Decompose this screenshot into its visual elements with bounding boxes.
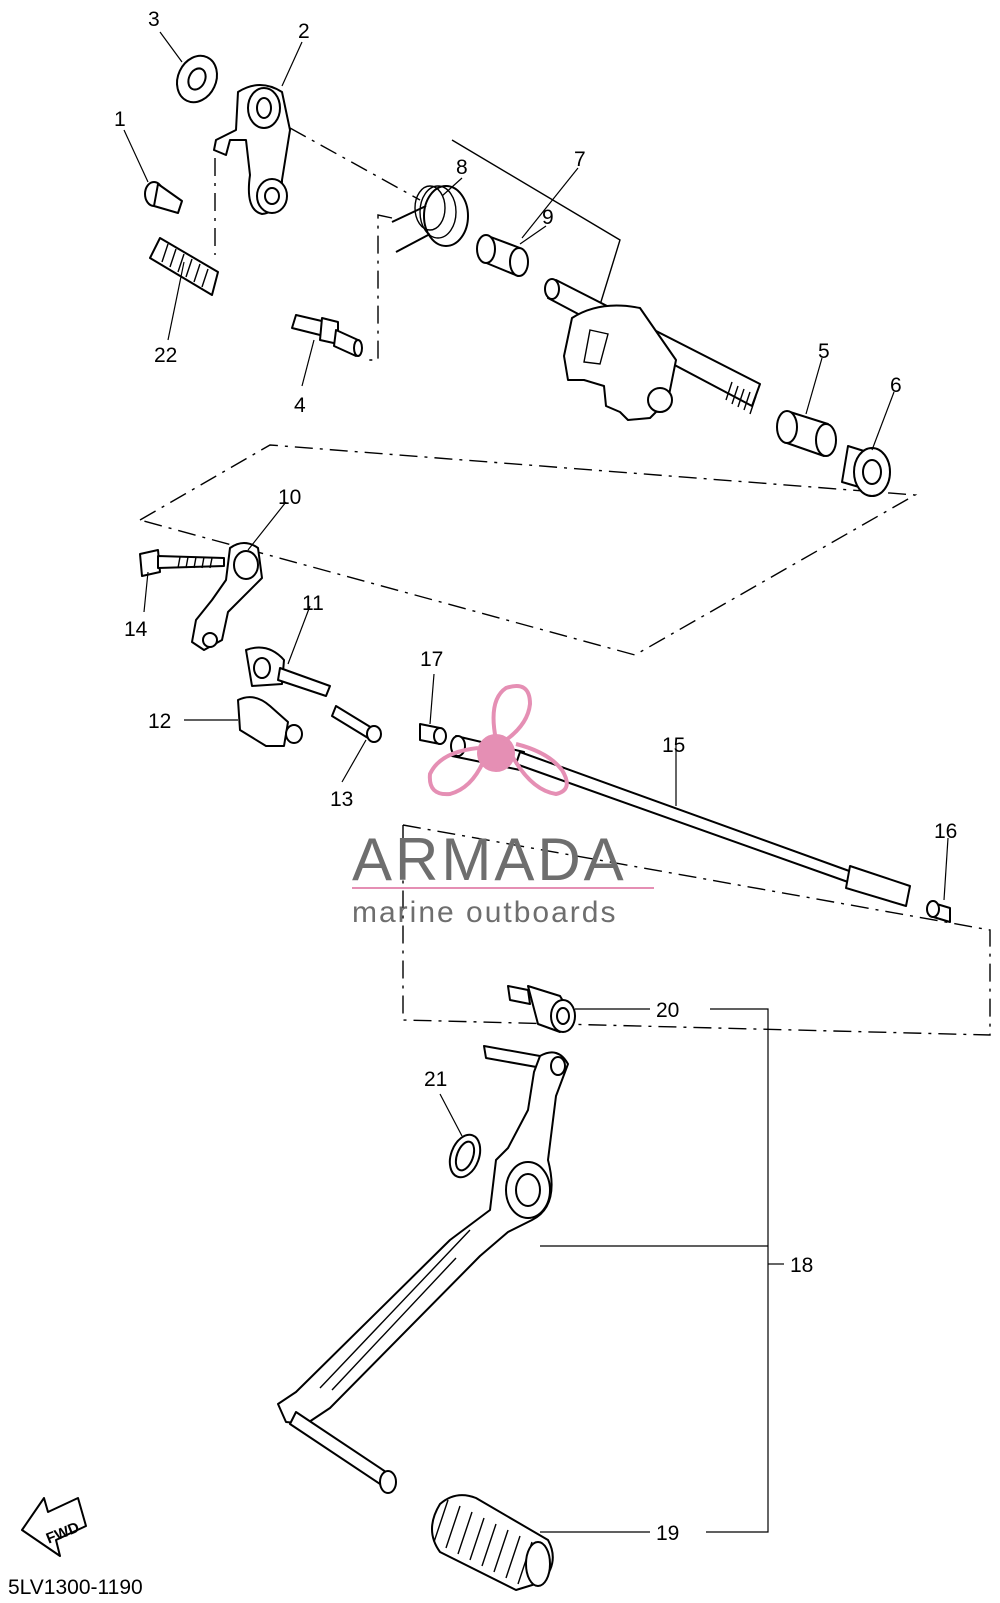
part-8-torsion-spring (391, 185, 469, 253)
callout-12: 12 (148, 710, 171, 733)
spring-leader-line (364, 214, 393, 361)
pedal-assembly-box (402, 824, 991, 1036)
callout-5: 5 (818, 340, 830, 363)
part-9-collar (476, 234, 529, 277)
callout-18: 18 (790, 1254, 813, 1277)
callout-9: 9 (542, 206, 554, 229)
watermark-tagline: marine outboards (352, 896, 617, 929)
part-13-screw (331, 705, 382, 743)
callout-8: 8 (456, 156, 468, 179)
callout-6: 6 (890, 374, 902, 397)
callout-10: 10 (278, 486, 301, 509)
callout-22: 22 (154, 344, 177, 367)
part-5-collar (776, 410, 837, 457)
part-20-bolt (507, 985, 576, 1033)
shaft-assembly-box (139, 444, 918, 656)
watermark: ARMADA marine outboards (352, 684, 654, 929)
part-4-stud-bolt (291, 314, 363, 357)
callout-16: 16 (934, 820, 957, 843)
callout-20: 20 (656, 999, 679, 1022)
callout-15: 15 (662, 734, 685, 757)
part-19-pedal-rubber (431, 1494, 554, 1591)
part-22-spring (149, 237, 219, 296)
part-1-pin (144, 181, 183, 214)
callout-3: 3 (148, 8, 160, 31)
callout-2: 2 (298, 20, 310, 43)
part-3-washer (176, 54, 218, 104)
callout-13: 13 (330, 788, 353, 811)
arm-to-spring-line (289, 127, 421, 201)
part-17-nut (419, 723, 447, 745)
callout-11: 11 (302, 592, 324, 615)
callout-17: 17 (420, 648, 443, 671)
part-18-shift-pedal (277, 1045, 569, 1494)
callout-21: 21 (424, 1068, 447, 1091)
diagram-code: 5LV1300-1190 (8, 1576, 143, 1599)
part-10-shift-arm (191, 542, 263, 651)
callout-numbers: 3 2 1 22 4 8 7 9 5 6 10 14 11 12 13 17 1… (114, 8, 957, 1545)
part-7-shift-shaft (544, 278, 761, 421)
part-2-stopper-arm (213, 84, 291, 215)
part-11-rod-end (245, 646, 331, 697)
part-6-oil-seal (841, 445, 891, 497)
part-16-nut (926, 900, 951, 923)
watermark-brand: ARMADA (352, 826, 627, 893)
part-21-washer (448, 1133, 482, 1179)
part-14-bolt (139, 549, 225, 577)
part-12-boot (237, 696, 303, 747)
spring-bracket-line (451, 139, 621, 306)
fwd-arrow-icon: FWD (21, 1497, 87, 1557)
propeller-logo-icon (427, 684, 569, 797)
callout-14: 14 (124, 618, 148, 641)
leader-lines (123, 31, 949, 1533)
callout-7: 7 (574, 148, 586, 171)
callout-19: 19 (656, 1522, 679, 1545)
callout-4: 4 (294, 394, 306, 417)
callout-1: 1 (114, 108, 126, 131)
